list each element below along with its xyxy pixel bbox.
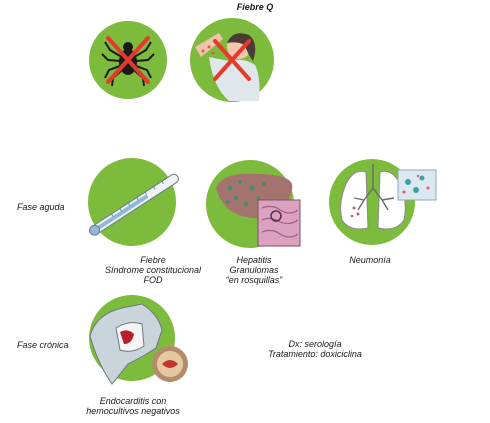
heart-valve-icon (89, 295, 188, 385)
phase-acute-label: Fase aguda (17, 202, 65, 212)
no-contact-icon (190, 18, 274, 102)
title: Fiebre Q (236, 2, 274, 12)
endocarditis-label: Endocarditis con hemocultivos negativos (86, 396, 180, 416)
hepatitis-label: Hepatitis Granulomas “en rosquillas” (225, 255, 283, 285)
no-tick-icon (89, 21, 167, 99)
lungs-icon (329, 159, 437, 245)
treatment-text: Tratamiento: doxiciclina (268, 349, 362, 359)
management-text: Dx: serología Tratamiento: doxiciclina (255, 339, 375, 359)
phase-chronic-label: Fase crónica (17, 340, 69, 350)
pneumonia-label: Neumonía (349, 255, 391, 265)
liver-icon (206, 160, 301, 248)
thermometer-icon (88, 158, 179, 246)
fever-label: Fiebre Síndrome constitucional FOD (104, 255, 202, 285)
diagnosis-text: Dx: serología (288, 339, 342, 349)
